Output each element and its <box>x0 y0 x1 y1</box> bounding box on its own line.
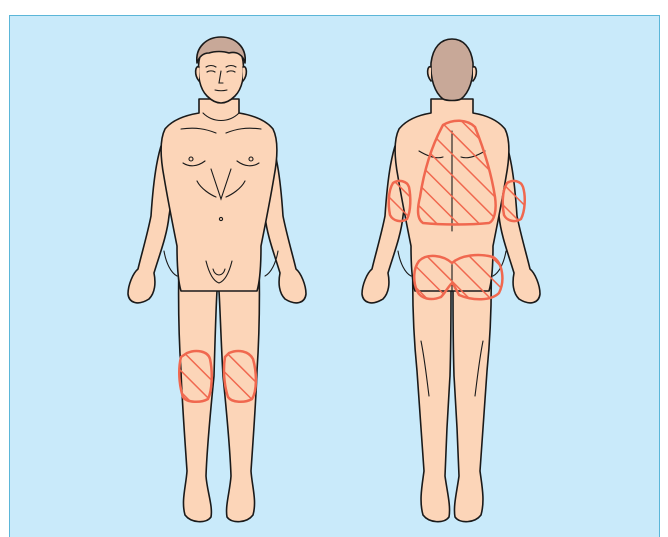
figure-background <box>10 16 660 537</box>
front-highlight-right-knee <box>179 351 211 402</box>
back-highlight-right-elbow <box>503 181 525 221</box>
figure-panel <box>9 15 660 537</box>
back-highlight-buttocks <box>414 255 502 299</box>
back-head <box>431 39 473 101</box>
front-torso <box>161 99 277 291</box>
back-highlight-left-elbow <box>389 181 411 221</box>
front-highlight-left-knee <box>224 351 256 402</box>
